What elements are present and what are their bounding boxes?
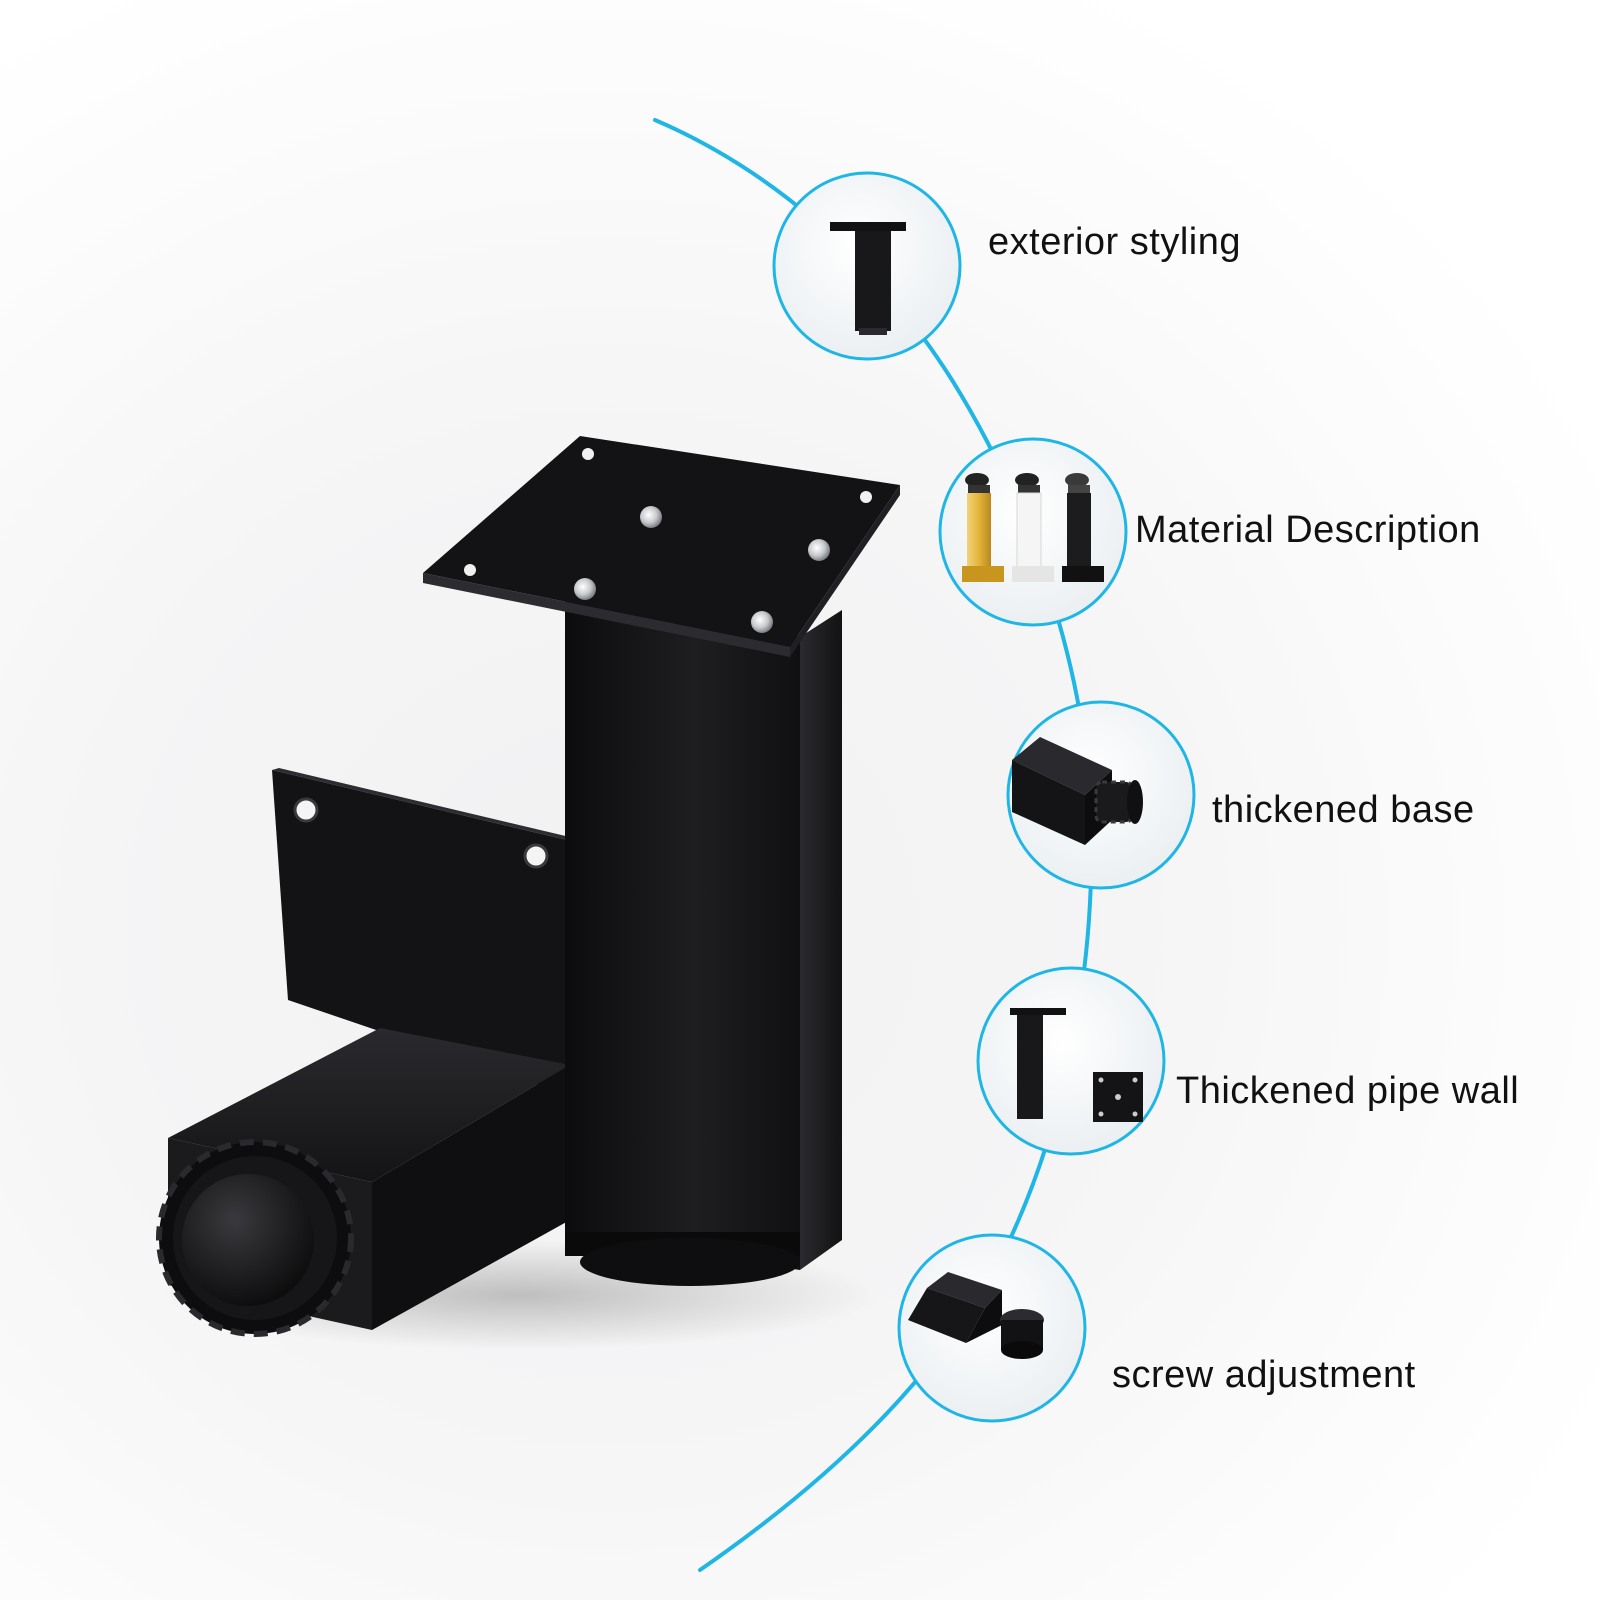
leveler-base-icon [1006,700,1196,890]
feature-label-thickened-pipe-wall: Thickened pipe wall [1176,1070,1520,1112]
feature-label-screw-adjustment: screw adjustment [1112,1354,1416,1396]
color-options-icon [938,437,1128,627]
top-mounting-plate [423,436,900,647]
feature-label-exterior-styling: exterior styling [988,221,1241,263]
vertical-leg-side [800,610,842,1270]
side-mounting-plate [272,770,567,1095]
leg-and-plate-icon [976,966,1166,1156]
screw-foot-icon [897,1233,1087,1423]
feature-label-material-description: Material Description [1135,509,1481,551]
product-photo [156,436,900,1337]
single-leg-icon [772,171,962,361]
feature-label-thickened-base: thickened base [1212,789,1475,831]
foot-cap [182,1174,314,1306]
horizontal-leg-side [372,1065,570,1330]
vertical-leg-front [565,600,800,1270]
